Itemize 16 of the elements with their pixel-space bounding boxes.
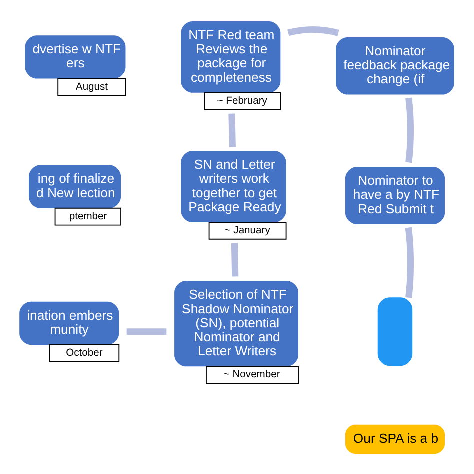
- node-label: ~ January: [224, 225, 270, 236]
- connector: [406, 97, 414, 163]
- node-box: Nominator feedback package change (if: [336, 36, 454, 94]
- node-label: ~ February: [217, 95, 268, 106]
- connector: [126, 328, 167, 335]
- node-label: ~ November: [224, 369, 280, 380]
- node-box: Our SPA is a b: [345, 424, 445, 454]
- node-label: ptember: [69, 210, 108, 222]
- connector: [228, 113, 236, 147]
- node-label: August: [76, 81, 108, 92]
- connector: [231, 242, 239, 276]
- node-box: Nominator to have a by NTF Red Submit t: [345, 166, 445, 224]
- connector: [405, 226, 414, 298]
- node-label: October: [66, 348, 103, 359]
- node-box: [378, 297, 413, 366]
- connector: [288, 26, 340, 36]
